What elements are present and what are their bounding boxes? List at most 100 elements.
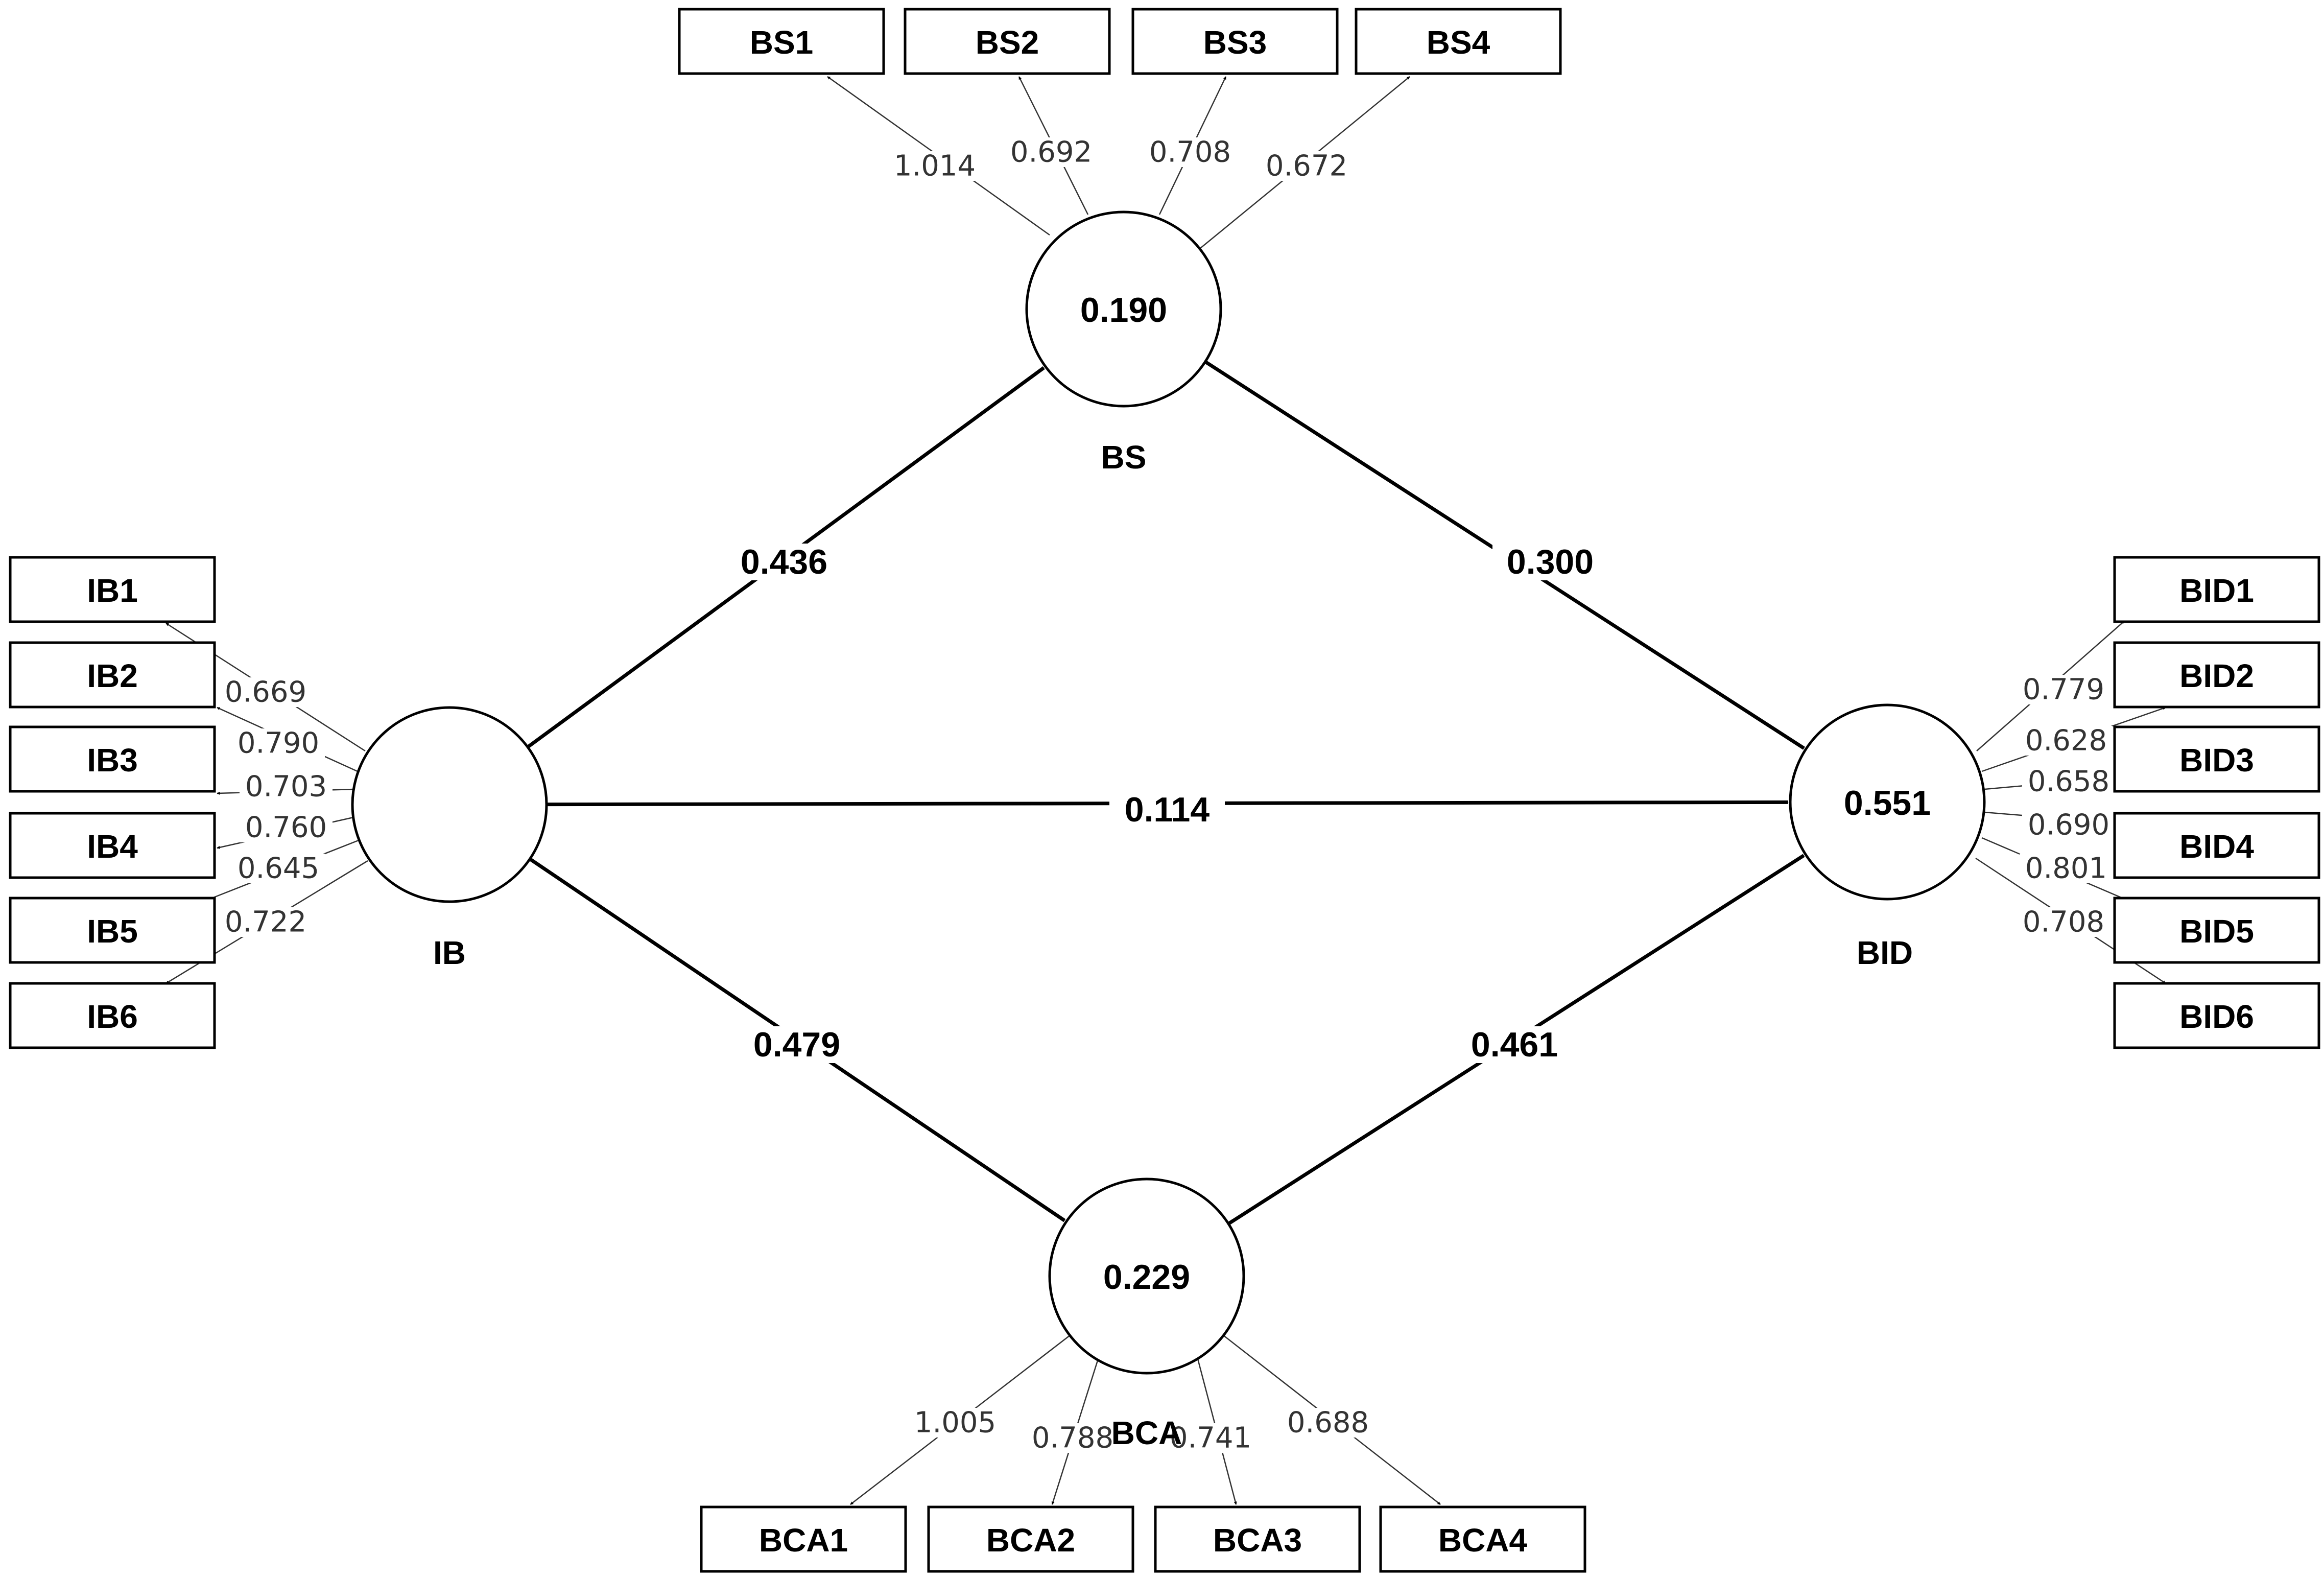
loading-value-bid2-bg — [2020, 726, 2113, 756]
path-coefficient-ib-to-bid: 0.114 — [1125, 790, 1210, 829]
loading-value-ib4-bg — [240, 813, 333, 842]
indicator-label-ib3: IB3 — [87, 742, 138, 779]
path-coefficient-bca-to-bid-bg — [1457, 1026, 1572, 1063]
loading-value-bca3-bg — [1164, 1423, 1257, 1453]
loading-value-bs2-bg — [1005, 137, 1098, 167]
loading-value-bid6-bg — [2017, 907, 2110, 937]
loading-value-bid2: 0.628 — [2025, 724, 2107, 758]
loading-value-bs4: 0.672 — [1266, 150, 1347, 183]
loading-value-ib1-bg — [219, 677, 312, 707]
loading-value-bid1: 0.779 — [2023, 673, 2104, 706]
indicator-label-bs2: BS2 — [976, 24, 1039, 61]
loading-value-ib2-bg — [232, 728, 325, 758]
indicator-label-bs4: BS4 — [1427, 24, 1490, 61]
loading-value-ib3: 0.703 — [245, 770, 327, 804]
path-coefficient-ib-to-bs: 0.436 — [741, 543, 827, 581]
indicator-label-bid3: BID3 — [2179, 742, 2254, 779]
indicator-box-bid5[interactable] — [2113, 897, 2320, 964]
loading-value-bid6: 0.708 — [2023, 906, 2104, 939]
loading-value-bid3-bg — [2022, 767, 2115, 796]
loading-value-bca1: 1.005 — [914, 1406, 996, 1440]
loading-value-bid4: 0.690 — [2028, 809, 2109, 842]
construct-name-bca: BCA — [1111, 1415, 1182, 1451]
indicator-label-bca2: BCA2 — [986, 1522, 1075, 1559]
indicator-label-bs3: BS3 — [1203, 24, 1267, 61]
indicator-box-bca1[interactable] — [700, 1505, 907, 1573]
indicator-box-bid2[interactable] — [2113, 641, 2320, 709]
indicator-box-ib4[interactable] — [9, 812, 216, 879]
indicator-box-bid4[interactable] — [2113, 812, 2320, 879]
indicator-label-ib6: IB6 — [87, 998, 138, 1035]
loading-value-bca2-bg — [1026, 1423, 1119, 1453]
indicator-box-ib5[interactable] — [9, 897, 216, 964]
loading-value-bid5-bg — [2020, 854, 2113, 883]
loading-value-ib3-bg — [240, 772, 333, 802]
indicator-label-bid2: BID2 — [2179, 657, 2254, 694]
construct-r2-bid: 0.551 — [1844, 784, 1931, 822]
indicator-box-ib6[interactable] — [9, 982, 216, 1049]
loading-value-ib5-bg — [232, 854, 325, 883]
loading-value-ib2: 0.790 — [238, 727, 319, 760]
loading-value-bid5: 0.801 — [2025, 852, 2107, 885]
indicator-box-ib1[interactable] — [9, 556, 216, 623]
path-coefficient-ib-to-bca: 0.479 — [753, 1025, 840, 1064]
indicator-label-bid4: BID4 — [2179, 828, 2254, 865]
loading-value-bs3-bg — [1144, 137, 1237, 167]
loading-value-bs1-bg — [888, 151, 981, 181]
indicator-label-bid5: BID5 — [2179, 913, 2254, 950]
indicator-box-ib3[interactable] — [9, 725, 216, 793]
construct-r2-bs: 0.190 — [1080, 291, 1167, 329]
construct-node-ib[interactable] — [351, 706, 548, 903]
loading-value-bid3: 0.658 — [2028, 765, 2109, 798]
loading-value-bid4-bg — [2022, 810, 2115, 840]
indicator-box-bid1[interactable] — [2113, 556, 2320, 623]
construct-name-ib: IB — [433, 934, 466, 971]
path-coefficient-bca-to-bid: 0.461 — [1471, 1025, 1558, 1064]
indicator-label-bca3: BCA3 — [1213, 1522, 1302, 1559]
indicator-label-bs1: BS1 — [750, 24, 814, 61]
loading-value-ib1: 0.669 — [225, 676, 306, 709]
indicator-label-bid1: BID1 — [2179, 572, 2254, 609]
loading-value-ib5: 0.645 — [238, 852, 319, 885]
path-coefficient-bs-to-bid: 0.300 — [1507, 543, 1594, 581]
indicator-box-bs2[interactable] — [904, 8, 1111, 75]
loading-value-bid1-bg — [2017, 675, 2110, 704]
indicator-label-ib4: IB4 — [87, 828, 138, 865]
indicator-label-bca4: BCA4 — [1438, 1522, 1528, 1559]
loading-value-bca1-bg — [909, 1408, 1002, 1438]
loading-value-bs1: 1.014 — [894, 150, 976, 183]
indicator-box-bs4[interactable] — [1355, 8, 1562, 75]
indicator-label-ib2: IB2 — [87, 657, 138, 694]
construct-node-bca[interactable] — [1048, 1177, 1245, 1375]
indicator-label-bca1: BCA1 — [759, 1522, 848, 1559]
indicator-label-bid6: BID6 — [2179, 998, 2254, 1035]
loading-value-ib6-bg — [219, 907, 312, 937]
path-coefficient-ib-to-bid-bg — [1109, 791, 1225, 828]
construct-r2-bca: 0.229 — [1103, 1258, 1190, 1297]
loading-value-bca2: 0.788 — [1032, 1422, 1113, 1455]
indicator-box-bca4[interactable] — [1379, 1505, 1586, 1573]
loading-value-bs4-bg — [1260, 151, 1353, 181]
construct-node-bs[interactable] — [1025, 210, 1222, 408]
indicator-box-ib2[interactable] — [9, 641, 216, 709]
indicator-box-bid6[interactable] — [2113, 982, 2320, 1049]
loading-value-ib4: 0.760 — [245, 811, 327, 844]
indicator-box-bca3[interactable] — [1154, 1505, 1361, 1573]
path-coefficient-bs-to-bid-bg — [1492, 544, 1608, 580]
loading-value-bs3: 0.708 — [1149, 136, 1231, 169]
indicator-box-bid3[interactable] — [2113, 725, 2320, 793]
loading-value-bca4: 0.688 — [1287, 1406, 1369, 1440]
loading-value-bca4-bg — [1282, 1408, 1374, 1438]
indicator-box-bs3[interactable] — [1131, 8, 1339, 75]
construct-name-bs: BS — [1101, 439, 1147, 476]
construct-node-bid[interactable] — [1789, 703, 1986, 901]
construct-name-bid: BID — [1857, 934, 1913, 971]
path-coefficient-ib-to-bs-bg — [726, 544, 842, 580]
loading-value-ib6: 0.722 — [225, 906, 306, 939]
path-coefficient-ib-to-bca-bg — [739, 1026, 855, 1063]
loading-value-bca3: 0.741 — [1170, 1422, 1251, 1455]
indicator-label-ib1: IB1 — [87, 572, 138, 609]
indicator-box-bs1[interactable] — [678, 8, 885, 75]
indicator-box-bca2[interactable] — [927, 1505, 1134, 1573]
